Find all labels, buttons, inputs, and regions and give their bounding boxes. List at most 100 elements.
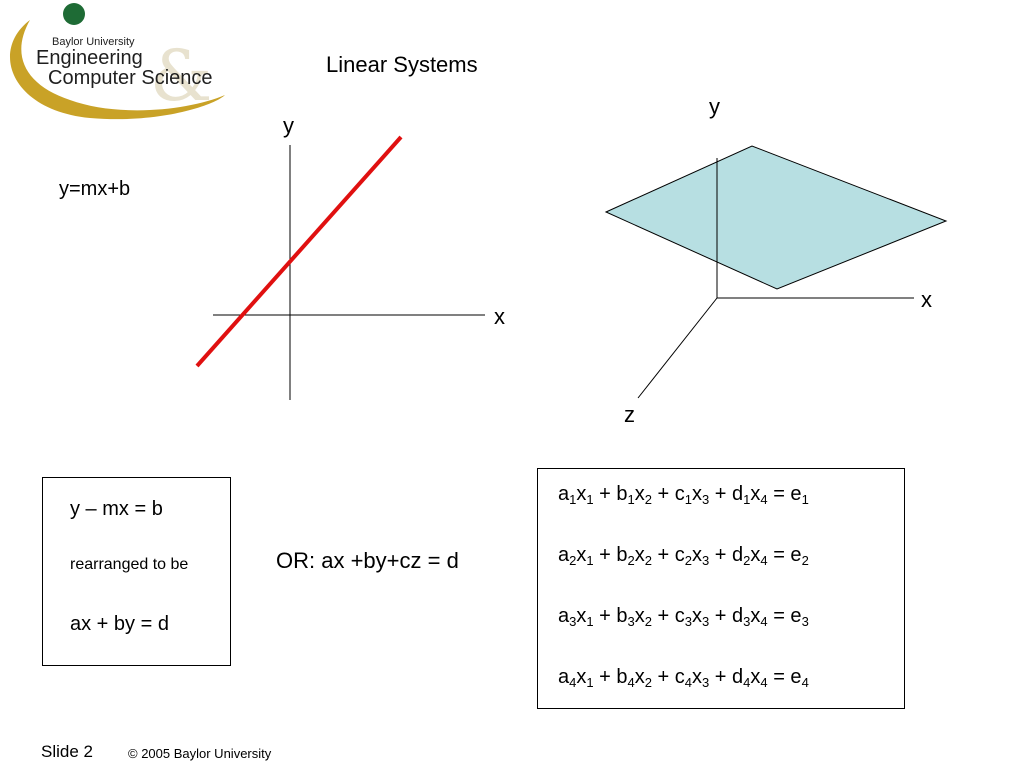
system-row-2: a2x1 + b2x2 + c2x3 + d2x4 = e2 [558, 544, 809, 567]
rearranged-line3: ax + by = d [70, 613, 169, 635]
system-term: x [750, 483, 761, 505]
system-row-1: a1x1 + b1x2 + c1x3 + d1x4 = e1 [558, 483, 809, 506]
logo-swoosh-icon: & [10, 3, 225, 120]
system-subscript: 3 [702, 614, 710, 629]
system-term: = e [767, 544, 802, 566]
system-subscript: 4 [684, 675, 693, 690]
system-subscript: 2 [743, 553, 751, 568]
x-label-2d: x [494, 304, 505, 329]
system-subscript: 4 [569, 675, 577, 690]
system-term: x [692, 483, 703, 505]
y-label-3d: y [709, 94, 720, 119]
system-subscript: 2 [801, 553, 809, 568]
system-term: a [558, 483, 570, 505]
system-term: = e [767, 483, 802, 505]
system-subscript: 3 [743, 614, 751, 629]
plane-shape [604, 145, 948, 290]
system-term: = e [767, 605, 802, 627]
system-term: x [634, 544, 645, 566]
system-term: + b [593, 666, 628, 688]
system-subscript: 4 [801, 675, 809, 690]
x-label-3d: x [921, 287, 932, 312]
system-subscript: 3 [569, 614, 577, 629]
system-row-3: a3x1 + b3x2 + c3x3 + d3x4 = e3 [558, 605, 809, 628]
slide-title: Linear Systems [326, 52, 478, 77]
system-subscript: 1 [586, 553, 594, 568]
system-subscript: 1 [569, 492, 577, 507]
line-equation: y=mx+b [59, 178, 131, 200]
system-subscript: 1 [627, 492, 635, 507]
system-term: + d [709, 483, 744, 505]
baylor-logo: & Baylor University Engineering Computer… [0, 0, 240, 130]
system-term: x [634, 666, 645, 688]
system-subscript: 4 [627, 675, 635, 690]
rearranged-line1: y – mx = b [70, 498, 163, 520]
system-subscript: 3 [702, 675, 710, 690]
system-subscript: 4 [760, 492, 768, 507]
system-subscript: 1 [586, 675, 594, 690]
system-term: a [558, 605, 570, 627]
rearranged-box: y – mx = b rearranged to be ax + by = d [42, 477, 231, 666]
system-term: x [750, 605, 761, 627]
system-term: x [692, 605, 703, 627]
system-term: a [558, 666, 570, 688]
system-subscript: 2 [684, 553, 693, 568]
logo-engineering-text: Engineering [36, 47, 143, 69]
system-term: + d [709, 605, 744, 627]
system-subscript: 1 [684, 492, 693, 507]
copyright-text: © 2005 Baylor University [128, 746, 272, 761]
system-row-4: a4x1 + b4x2 + c4x3 + d4x4 = e4 [558, 666, 809, 689]
system-term: x [576, 605, 587, 627]
graphs-canvas [195, 135, 948, 400]
system-term: + b [593, 483, 628, 505]
system-subscript: 3 [801, 614, 809, 629]
system-subscript: 1 [743, 492, 751, 507]
system-subscript: 2 [644, 675, 652, 690]
system-subscript: 1 [801, 492, 809, 507]
system-term: = e [767, 666, 802, 688]
y-label-2d: y [283, 113, 294, 138]
system-term: x [576, 666, 587, 688]
red-line [195, 135, 403, 368]
z-label-3d: z [624, 402, 635, 427]
system-term: + c [651, 666, 685, 688]
system-term: + c [651, 544, 685, 566]
svg-text:&: & [150, 35, 212, 117]
system-term: x [576, 544, 587, 566]
system-subscript: 4 [760, 553, 768, 568]
system-term: + b [593, 605, 628, 627]
system-subscript: 3 [702, 492, 710, 507]
system-term: x [576, 483, 587, 505]
system-subscript: 2 [644, 492, 652, 507]
rearranged-line2: rearranged to be [70, 556, 189, 573]
logo-cs-text: Computer Science [48, 67, 213, 89]
system-term: a [558, 544, 570, 566]
system-term: x [692, 544, 703, 566]
system-term: x [750, 544, 761, 566]
system-term: x [634, 605, 645, 627]
system-subscript: 3 [684, 614, 693, 629]
system-subscript: 2 [644, 553, 652, 568]
system-subscript: 4 [743, 675, 751, 690]
system-subscript: 1 [586, 492, 594, 507]
system-term: + d [709, 666, 744, 688]
system-subscript: 2 [644, 614, 652, 629]
system-subscript: 2 [627, 553, 635, 568]
system-term: + d [709, 544, 744, 566]
z-axis-3d [637, 297, 718, 399]
logo-university-text: Baylor University [52, 36, 135, 48]
system-subscript: 3 [627, 614, 635, 629]
system-subscript: 4 [760, 614, 768, 629]
system-term: + b [593, 544, 628, 566]
system-term: + c [651, 483, 685, 505]
system-term: x [634, 483, 645, 505]
system-term: x [692, 666, 703, 688]
system-subscript: 4 [760, 675, 768, 690]
system-subscript: 1 [586, 614, 594, 629]
system-term: x [750, 666, 761, 688]
or-equation: OR: ax +by+cz = d [276, 548, 459, 573]
system-term: + c [651, 605, 685, 627]
system-subscript: 3 [702, 553, 710, 568]
slide-number: Slide 2 [41, 742, 93, 761]
system-subscript: 2 [569, 553, 577, 568]
